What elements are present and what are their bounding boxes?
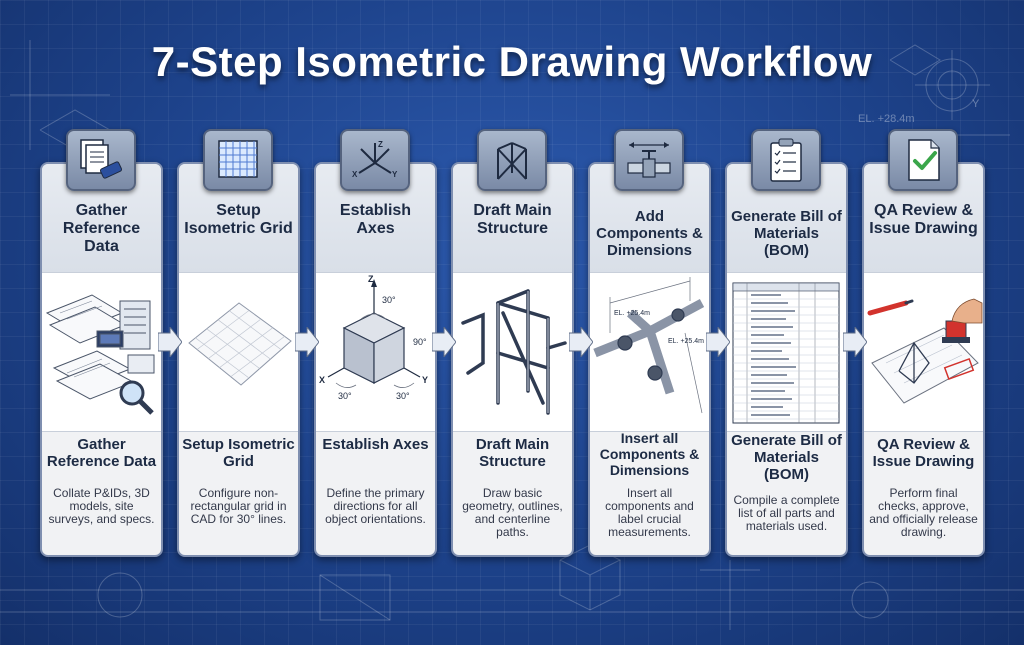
icon-axis-x-label: X bbox=[352, 170, 358, 179]
bom-table-row-text bbox=[751, 382, 794, 384]
bom-table-row-text bbox=[751, 374, 787, 376]
angle-label-bottom-left: 30° bbox=[338, 391, 352, 401]
step-arrow-6 bbox=[843, 327, 867, 357]
step-card-1: Gather Reference Data bbox=[40, 162, 163, 557]
bom-table-row-text bbox=[751, 406, 783, 408]
step-illustration-isometric-grid bbox=[179, 272, 298, 432]
icon-axis-z-label: Z bbox=[378, 140, 383, 149]
step-arrow-2 bbox=[295, 327, 319, 357]
step-title-bottom: Setup Isometric Grid bbox=[182, 436, 295, 470]
step-title-bottom: Gather Reference Data bbox=[46, 436, 157, 470]
pipe-valve-icon bbox=[614, 129, 684, 191]
step-title-top: Gather Reference Data bbox=[62, 202, 141, 255]
step-title-bottom: Draft Main Structure bbox=[475, 436, 550, 470]
clipboard-checklist-icon bbox=[751, 129, 821, 191]
step-title-bottom: Generate Bill of Materials (BOM) bbox=[731, 432, 842, 483]
angle-label-right: 90° bbox=[413, 337, 427, 347]
step-illustration-approval-stamp bbox=[864, 272, 983, 432]
bom-table-row-text bbox=[751, 302, 788, 304]
axis-x-label: X bbox=[319, 375, 325, 385]
bom-table-row-text bbox=[751, 350, 782, 352]
step-arrow-5 bbox=[706, 327, 730, 357]
bom-table-row-text bbox=[751, 334, 784, 336]
step-title-top: Add Components & Dimensions bbox=[596, 208, 703, 259]
documents-usb-icon bbox=[66, 129, 136, 191]
bom-table-row-text bbox=[751, 398, 792, 400]
structure-frame-icon bbox=[477, 129, 547, 191]
step-description: Collate P&IDs, 3D models, site surveys, … bbox=[48, 486, 155, 526]
step-description: Define the primary directions for all ob… bbox=[325, 486, 426, 526]
step-description: Perform final checks, approve, and offic… bbox=[869, 486, 978, 539]
step-card-3: Establish Axes Z X Y 30° 90° 30° 30° bbox=[314, 162, 437, 557]
step-title-bottom: QA Review & Issue Drawing bbox=[872, 436, 975, 470]
step-title-top: Establish Axes bbox=[339, 202, 412, 237]
step-card-7: QA Review & Issue Drawing QA bbox=[862, 162, 985, 557]
step-illustration-components: EL. +25.4m EL. +25.4m bbox=[590, 272, 709, 432]
bg-elevation-label: EL. +28.4m bbox=[858, 113, 915, 125]
bom-table-row-text bbox=[751, 294, 781, 296]
step-illustration-axes-cube: Z X Y 30° 90° 30° 30° bbox=[316, 272, 435, 432]
bom-table-row-text bbox=[751, 390, 785, 392]
bom-table-graphic bbox=[732, 282, 840, 424]
step-description: Draw basic geometry, outlines, and cente… bbox=[462, 486, 563, 539]
document-check-icon bbox=[888, 129, 958, 191]
bom-table-row-text bbox=[751, 318, 786, 320]
step-illustration-structure bbox=[453, 272, 572, 432]
step-card-6: Generate Bill of Materials (BOM) Generat… bbox=[725, 162, 848, 557]
angle-label-bottom-right: 30° bbox=[396, 391, 410, 401]
icon-axis-y-label: Y bbox=[392, 170, 398, 179]
step-description: Insert all components and label crucial … bbox=[605, 486, 694, 539]
step-description: Configure non-rectangular grid in CAD fo… bbox=[190, 486, 287, 526]
step-arrow-4 bbox=[569, 327, 593, 357]
step-arrow-1 bbox=[158, 327, 182, 357]
step-title-top: Setup Isometric Grid bbox=[184, 202, 293, 237]
step-title-top: QA Review & Issue Drawing bbox=[869, 202, 978, 237]
step-arrow-3 bbox=[432, 327, 456, 357]
step-illustration-bom-table bbox=[727, 272, 846, 432]
page-title: 7-Step Isometric Drawing Workflow bbox=[151, 38, 873, 85]
axis-z-label: Z bbox=[368, 274, 374, 284]
bom-table-row-text bbox=[751, 326, 793, 328]
step-title-top: Draft Main Structure bbox=[473, 202, 552, 237]
bg-axis-y-label: Y bbox=[972, 98, 980, 110]
step-card-5: Add Components & Dimensions EL. +25.4m E… bbox=[588, 162, 711, 557]
axis-y-label: Y bbox=[422, 375, 428, 385]
bom-table-row-text bbox=[751, 366, 796, 368]
bom-table-row-text bbox=[751, 310, 795, 312]
step-card-2: Setup Isometric Grid Setup I bbox=[177, 162, 300, 557]
step-title-bottom: Establish Axes bbox=[322, 436, 429, 453]
bom-table-row-text bbox=[751, 342, 791, 344]
bom-table-row-text bbox=[751, 414, 790, 416]
elevation-label-1: EL. +25.4m bbox=[614, 310, 650, 317]
bom-table-row-text bbox=[751, 358, 789, 360]
grid-icon bbox=[203, 129, 273, 191]
step-illustration-references bbox=[42, 272, 161, 432]
step-title-bottom: Insert all Components & Dimensions bbox=[599, 430, 700, 478]
angle-label-top: 30° bbox=[382, 295, 396, 305]
step-title-top: Generate Bill of Materials (BOM) bbox=[731, 208, 842, 259]
step-description: Compile a complete list of all parts and… bbox=[733, 493, 840, 533]
axes-icon: Z X Y bbox=[340, 129, 410, 191]
step-card-4: Draft Main Structure bbox=[451, 162, 574, 557]
elevation-label-2: EL. +25.4m bbox=[668, 338, 704, 345]
